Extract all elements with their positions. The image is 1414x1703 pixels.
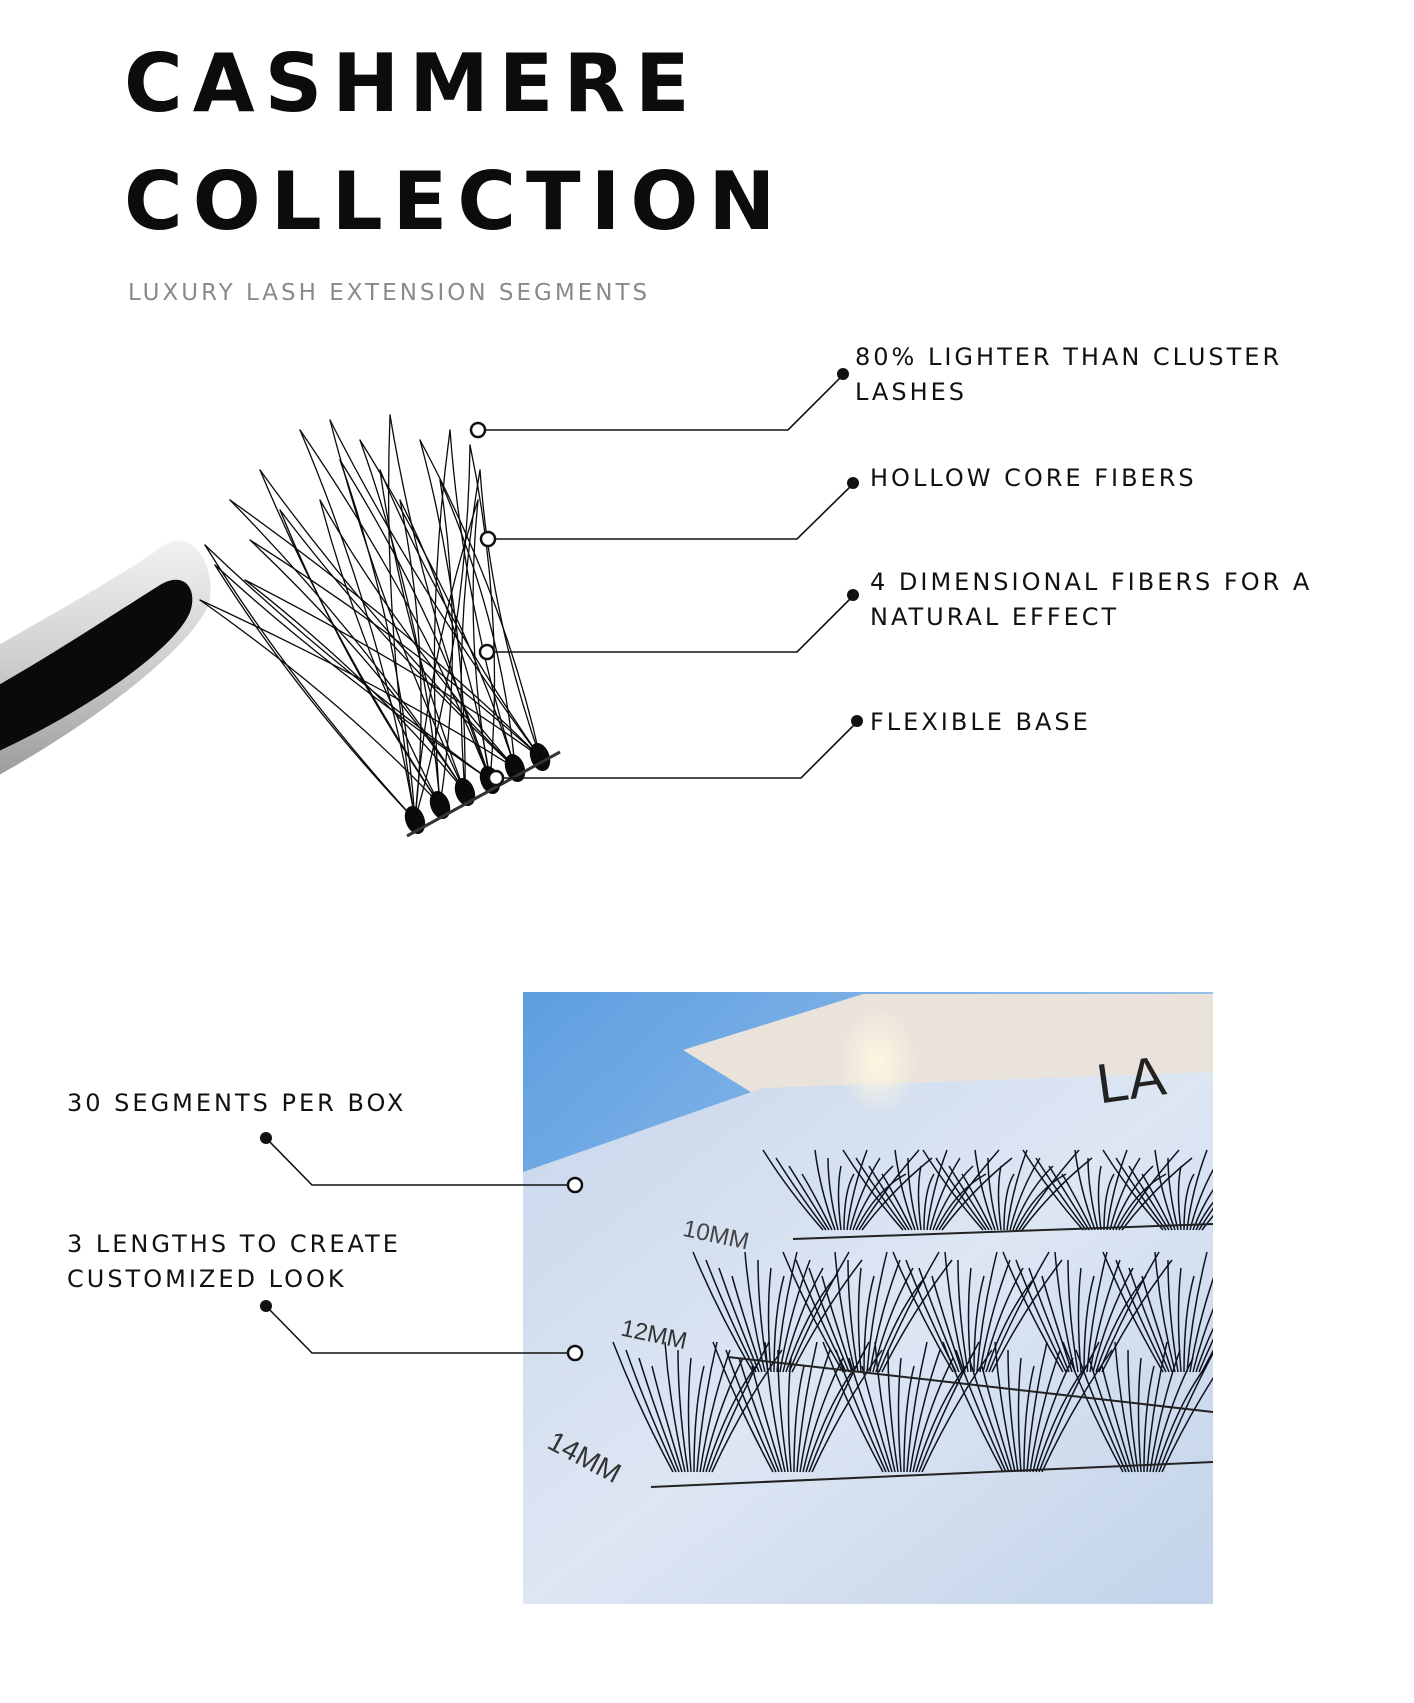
- title-line-1: CASHMERE: [124, 37, 700, 130]
- leader-ring-2: [479, 530, 497, 548]
- lash-segment-illustration: [0, 414, 561, 838]
- leader-ring-4: [487, 769, 505, 787]
- subtitle: LUXURY LASH EXTENSION SEGMENTS: [128, 280, 651, 306]
- leader-dot-4: [851, 715, 863, 727]
- leader-line-2: [488, 483, 854, 540]
- feature-three-lengths: 3 LENGTHS TO CREATE CUSTOMIZED LOOK: [67, 1230, 401, 1293]
- leader-ring-1: [469, 421, 487, 439]
- feature-segments-per-box: 30 SEGMENTS PER BOX: [67, 1089, 407, 1117]
- feature-4d-fibers: 4 DIMENSIONAL FIBERS FOR A NATURAL EFFEC…: [870, 568, 1313, 631]
- leader-line-4: [496, 721, 858, 779]
- leader-ring-3: [478, 643, 496, 661]
- lash-fibers: [199, 414, 551, 835]
- feature-hollow-core-fibers: HOLLOW CORE FIBERS: [870, 464, 1197, 492]
- feature-lighter-than-clusters: 80% LIGHTER THAN CLUSTER LASHES: [855, 343, 1283, 406]
- lash-base-strip: [406, 750, 561, 838]
- leader-line-6: [265, 1305, 575, 1354]
- leader-dot-3: [847, 589, 859, 601]
- title-line-2: COLLECTION: [124, 155, 786, 248]
- feature-flexible-base: FLEXIBLE BASE: [870, 708, 1091, 736]
- lash-rows: [612, 1149, 1213, 1473]
- brand-fragment: LA: [1093, 1043, 1170, 1115]
- leader-line-5: [265, 1137, 575, 1186]
- leader-dot-2: [847, 477, 859, 489]
- product-photo: LA 10MM 12MM 14MM: [523, 992, 1213, 1604]
- tweezer-image: [0, 540, 211, 775]
- leader-ring-5: [566, 1176, 584, 1194]
- leader-dot-6: [260, 1300, 272, 1312]
- leader-dot-1: [837, 368, 849, 380]
- leader-line-1: [478, 374, 844, 431]
- leader-dot-5: [260, 1132, 272, 1144]
- leader-line-3: [487, 595, 854, 653]
- leader-ring-6: [566, 1344, 584, 1362]
